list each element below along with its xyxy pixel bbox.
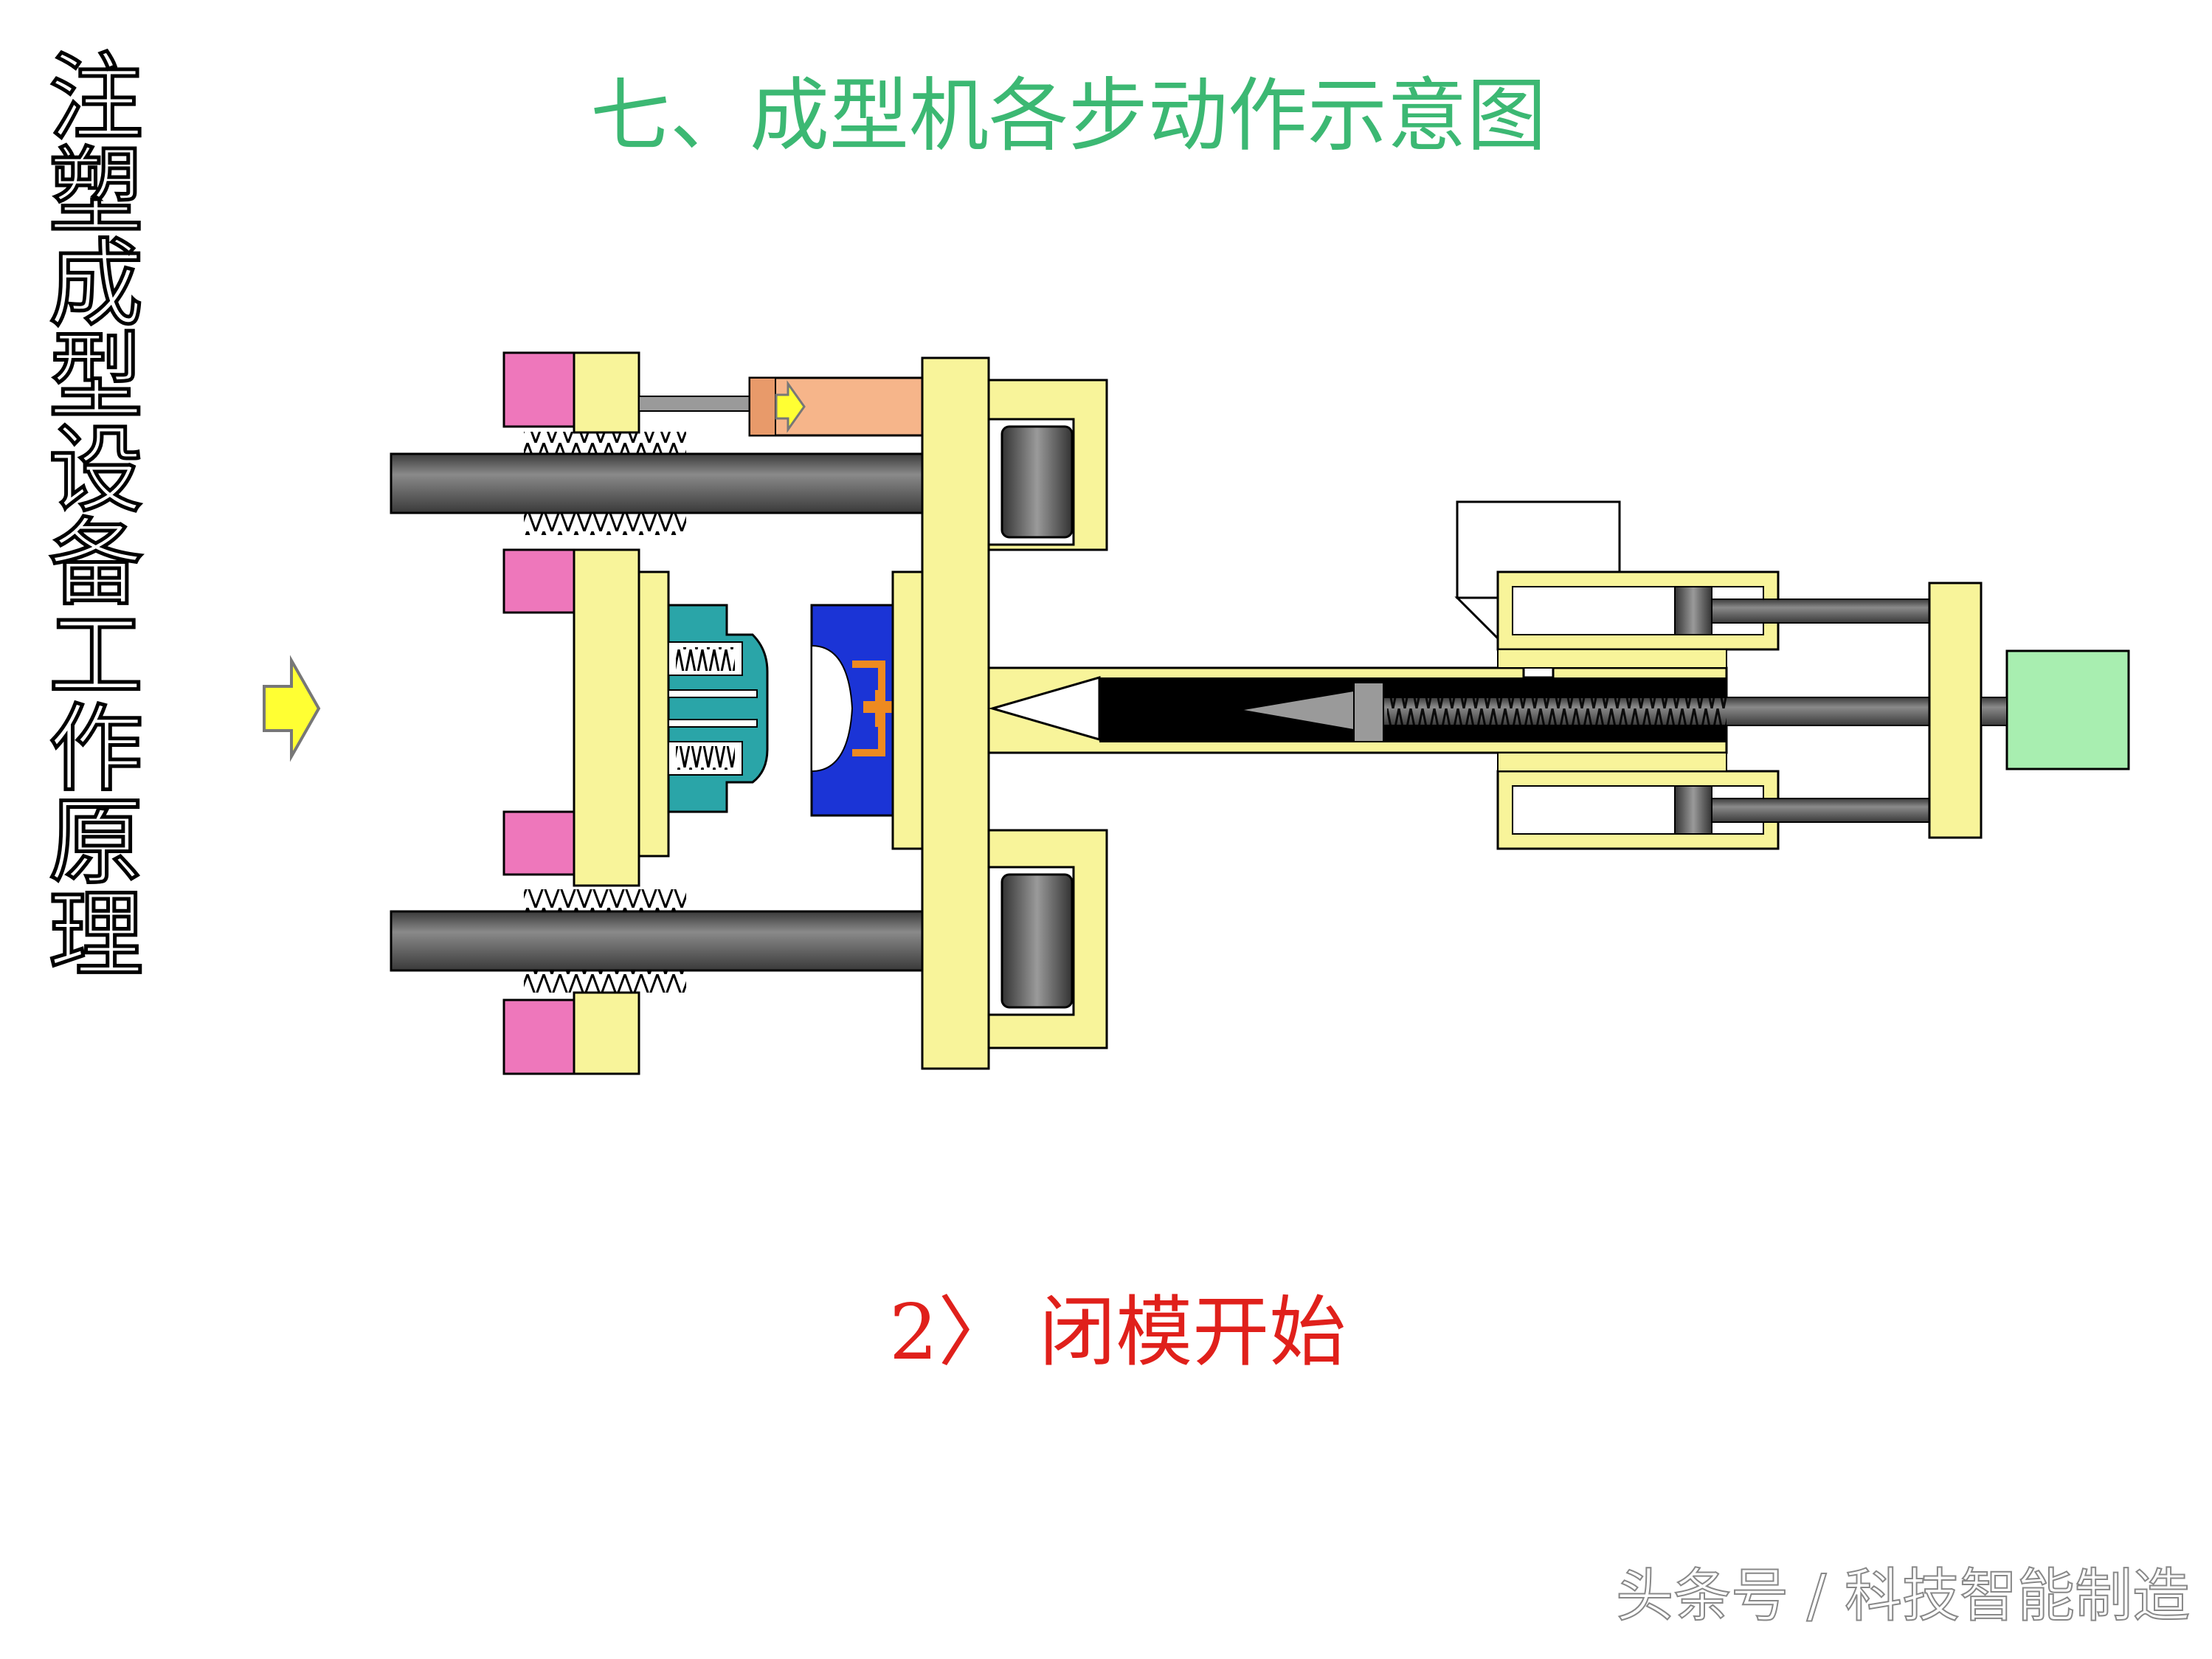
- mold-fixed-half: [810, 604, 909, 817]
- side-title: 注 塑 成 型 设 备 工 作 原 理: [30, 44, 162, 990]
- side-title-char: 作: [46, 694, 145, 804]
- step-label: 2〉 闭模开始: [889, 1287, 1347, 1377]
- side-title-char: 注: [46, 44, 145, 154]
- watermark: 头条号 / 科技智能制造: [1615, 1562, 2191, 1630]
- side-title-char: 设: [46, 415, 145, 525]
- rear-plate: [1928, 582, 1983, 839]
- side-title-char: 塑: [46, 137, 145, 246]
- arrow-right-icon: [775, 380, 806, 433]
- fixed-platen: [891, 356, 1108, 1070]
- tie-bar-nuts: [502, 351, 576, 1075]
- arrow-right-icon: [263, 655, 321, 762]
- side-title-char: 工: [46, 601, 145, 711]
- mold-moving-half: [667, 604, 769, 813]
- side-title-char: 备: [46, 508, 145, 618]
- side-title-char: 原: [46, 787, 145, 897]
- side-title-char: 理: [46, 880, 145, 990]
- side-title-char: 成: [46, 230, 145, 339]
- carriage-cylinders: [1496, 570, 1934, 850]
- page-title: 七、成型机各步动作示意图: [590, 70, 1547, 162]
- side-title-char: 型: [46, 323, 145, 432]
- hydraulic-cylinder: [638, 376, 932, 437]
- tie-bar-threads: [524, 432, 686, 993]
- motor: [1980, 649, 2130, 770]
